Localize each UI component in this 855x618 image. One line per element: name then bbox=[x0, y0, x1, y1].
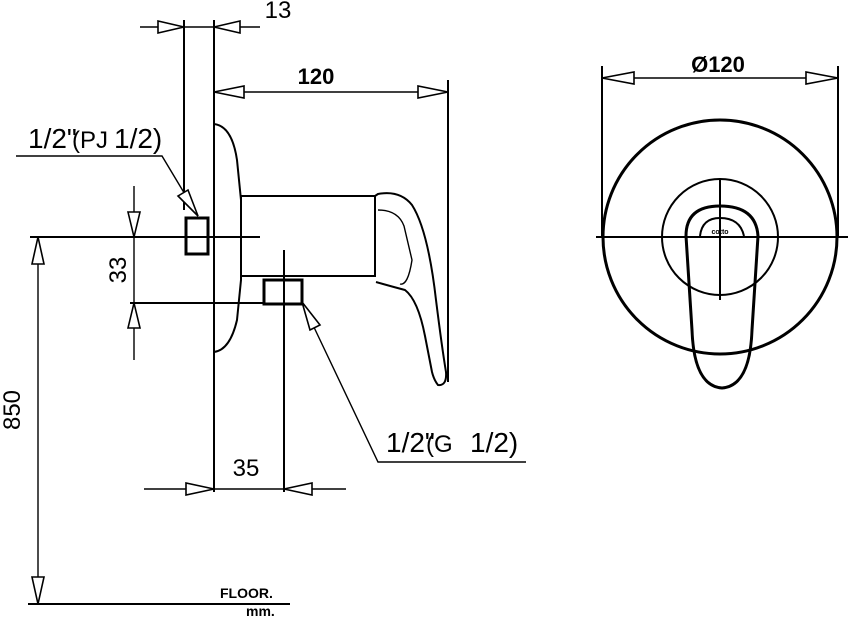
arrow-icon bbox=[283, 482, 313, 496]
outlet-thread-label: (G bbox=[426, 431, 453, 458]
arrow-icon bbox=[185, 482, 215, 496]
outlet-note: 1/2" (G 1/2) bbox=[301, 301, 526, 463]
arrow-icon bbox=[31, 576, 45, 605]
dimension-35-label: 35 bbox=[233, 455, 260, 482]
brand-logo: cotto bbox=[711, 229, 728, 236]
dimension-850: 850 bbox=[0, 236, 45, 605]
dimension-13-label: 13 bbox=[265, 0, 292, 24]
front-view: cotto Ø120 bbox=[596, 52, 848, 390]
arrow-icon bbox=[805, 71, 839, 85]
arrow-icon bbox=[601, 71, 635, 85]
dimension-35: 35 bbox=[144, 455, 346, 496]
handle-inner-line bbox=[377, 209, 413, 285]
cover-plate bbox=[601, 118, 839, 356]
dimension-diameter-label: Ø120 bbox=[691, 52, 745, 77]
outlet-thread-size-label: 1/2) bbox=[470, 427, 518, 458]
dimension-120: 120 bbox=[213, 64, 449, 99]
handle-outline bbox=[684, 204, 760, 390]
inlet-thread-label: (PJ bbox=[72, 127, 108, 154]
dimension-33: 33 bbox=[105, 186, 142, 360]
valve-body bbox=[240, 195, 376, 277]
arrow-icon bbox=[126, 302, 142, 329]
arrow-icon bbox=[31, 236, 45, 265]
dimension-13: 13 bbox=[140, 0, 292, 35]
outlet-size-label: 1/2" bbox=[386, 427, 435, 458]
inlet-size-label: 1/2" bbox=[28, 123, 77, 154]
arrow-icon bbox=[157, 19, 185, 35]
handle-inner-curve bbox=[699, 216, 745, 237]
arrow-icon bbox=[176, 188, 199, 217]
arrow-icon bbox=[213, 85, 245, 99]
dimension-850-label: 850 bbox=[0, 390, 26, 430]
cartridge-ring bbox=[661, 178, 779, 296]
floor-label: FLOOR. bbox=[220, 585, 273, 601]
dimension-33-label: 33 bbox=[105, 257, 132, 284]
dimension-diameter: Ø120 bbox=[601, 52, 839, 85]
inlet-note: 1/2" (PJ 1/2) bbox=[16, 123, 199, 217]
arrow-icon bbox=[301, 301, 322, 332]
side-view: 13 120 33 850 35 bbox=[0, 0, 526, 618]
arrow-icon bbox=[126, 211, 142, 238]
arrow-icon bbox=[213, 19, 241, 35]
inlet-thread-size-label: 1/2) bbox=[114, 123, 162, 154]
dimension-120-label: 120 bbox=[298, 64, 335, 89]
unit-label: mm. bbox=[246, 603, 275, 618]
handle-lever bbox=[374, 192, 448, 387]
arrow-icon bbox=[417, 85, 449, 99]
